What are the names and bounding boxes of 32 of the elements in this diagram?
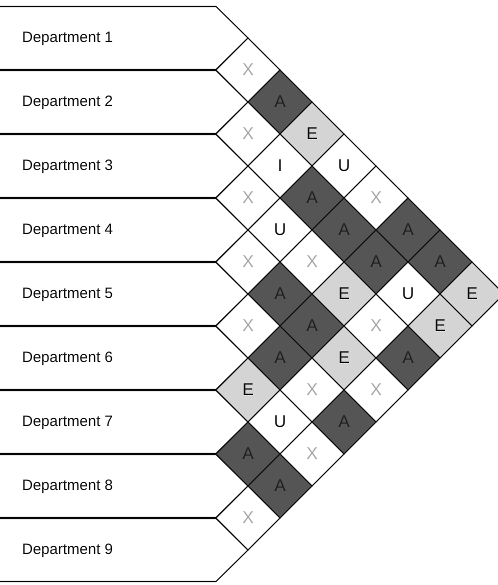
relationship-code: E	[338, 349, 350, 367]
department-label: Department 3	[22, 156, 113, 176]
department-label: Department 1	[22, 28, 113, 48]
relationship-code: X	[370, 189, 382, 207]
department-label: Department 7	[22, 412, 113, 432]
department-label: Department 4	[22, 220, 113, 240]
relationship-code: U	[338, 157, 350, 175]
department-label: Department 5	[22, 284, 113, 304]
relationship-code: X	[242, 61, 254, 79]
relationship-code: X	[242, 253, 254, 271]
relationship-code: U	[274, 413, 286, 431]
relationship-code: E	[306, 125, 318, 143]
department-label: Department 8	[22, 476, 113, 496]
department-label: Department 9	[22, 540, 113, 560]
relationship-code: X	[242, 317, 254, 335]
department-label: Department 2	[22, 92, 113, 112]
relationship-code: E	[338, 285, 350, 303]
relationship-code: X	[242, 125, 254, 143]
relationship-code: E	[242, 381, 254, 399]
relationship-code: U	[402, 285, 414, 303]
relationship-code: X	[370, 317, 382, 335]
relationship-code: X	[242, 509, 254, 527]
relationship-code: X	[306, 381, 318, 399]
relationship-code: X	[306, 253, 318, 271]
relationship-code: X	[370, 381, 382, 399]
relationship-code: X	[242, 189, 254, 207]
relationship-code: X	[306, 445, 318, 463]
relationship-code: U	[274, 221, 286, 239]
relationship-code: E	[434, 317, 446, 335]
department-label: Department 6	[22, 348, 113, 368]
relationship-code: E	[466, 285, 478, 303]
relationship-code: I	[278, 157, 282, 175]
